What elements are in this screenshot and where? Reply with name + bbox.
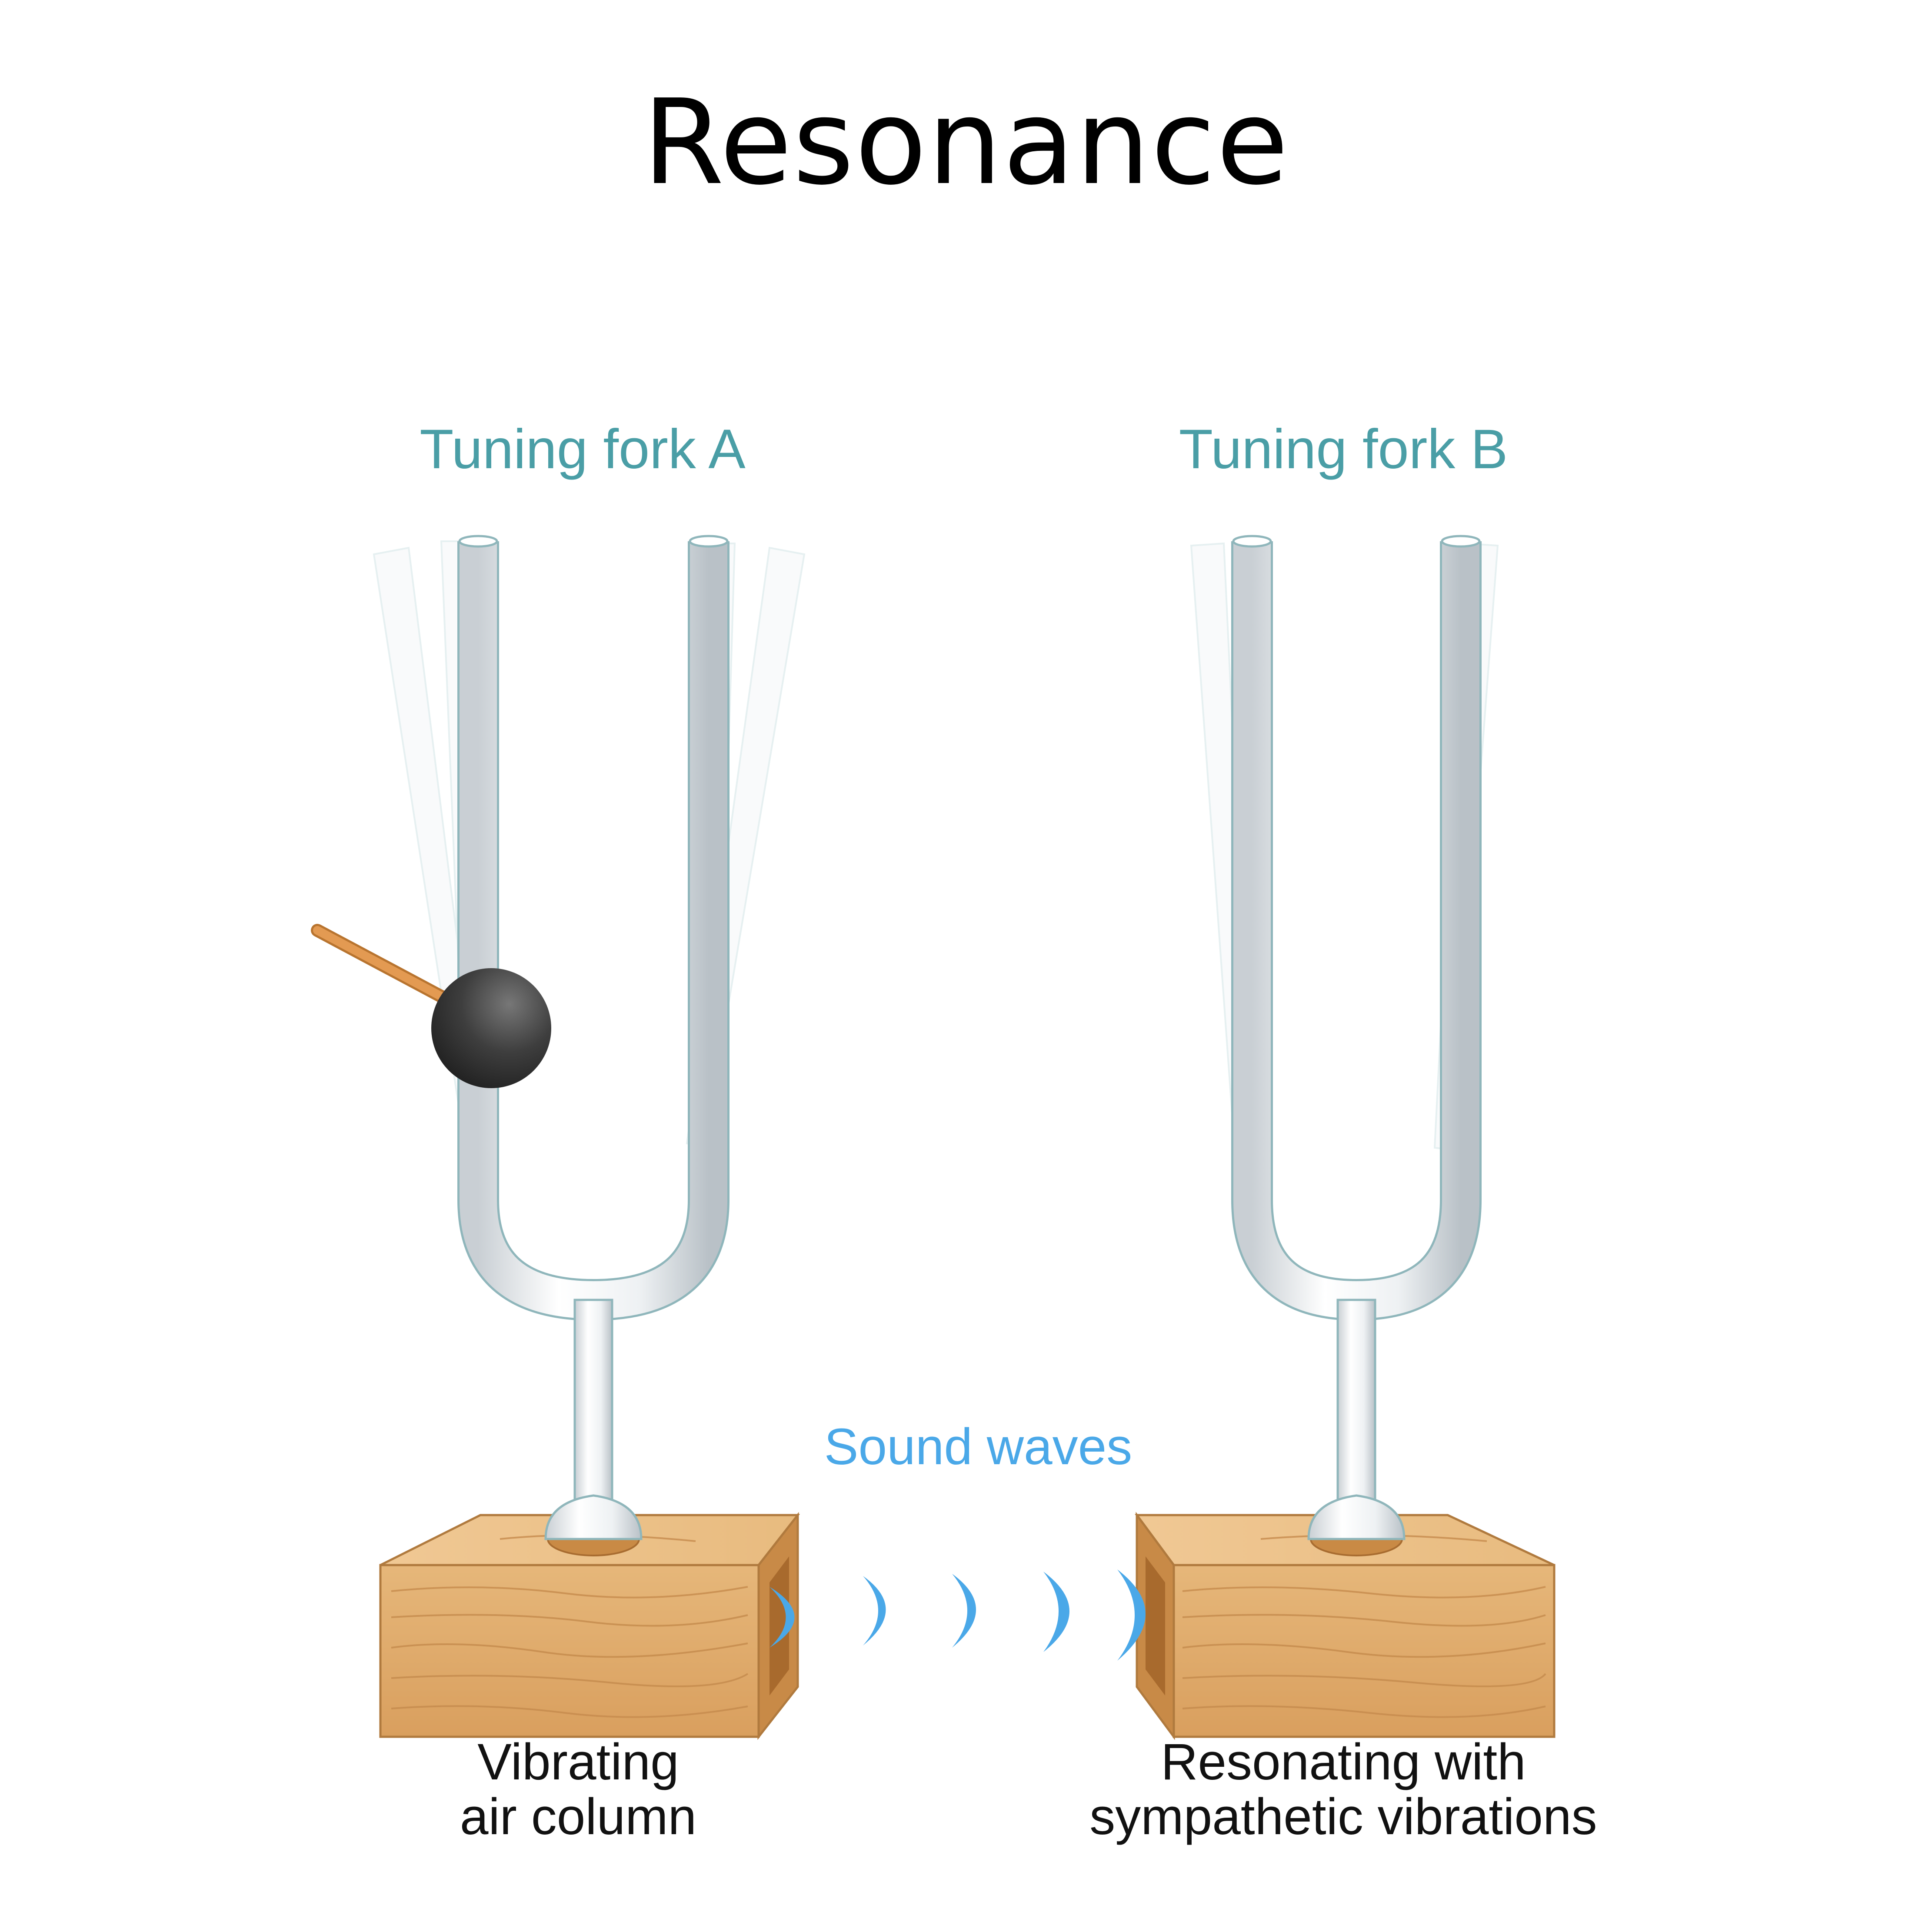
mallet: [311, 924, 551, 1088]
tuning-fork-b-label: Tuning fork B: [1179, 418, 1508, 480]
page-title: Resonance: [643, 74, 1289, 211]
sound-waves: [769, 1569, 1146, 1661]
sound-waves-label: Sound waves: [824, 1418, 1133, 1476]
caption-resonating: Resonating with sympathetic vibrations: [1061, 1735, 1626, 1844]
caption-right-line1: Resonating with: [1161, 1733, 1526, 1791]
tuning-fork-a-label: Tuning fork A: [420, 418, 746, 480]
sound-wave-4: [1043, 1572, 1069, 1652]
caption-right-line2: sympathetic vibrations: [1089, 1788, 1597, 1845]
sound-wave-5: [1117, 1569, 1146, 1661]
caption-left-line1: Vibrating: [477, 1733, 679, 1791]
caption-left-line2: air column: [460, 1788, 697, 1845]
resonator-box-a: [379, 1494, 800, 1740]
sound-wave-1: [769, 1587, 795, 1648]
fork-a-vibration-ghosts: [373, 540, 806, 1149]
tuning-fork-b: [1231, 535, 1482, 1536]
sound-wave-3: [952, 1574, 976, 1648]
resonator-box-b: [1135, 1494, 1556, 1740]
tuning-fork-a: [457, 535, 729, 1536]
caption-vibrating: Vibrating air column: [339, 1735, 817, 1844]
sound-wave-2: [863, 1576, 886, 1646]
